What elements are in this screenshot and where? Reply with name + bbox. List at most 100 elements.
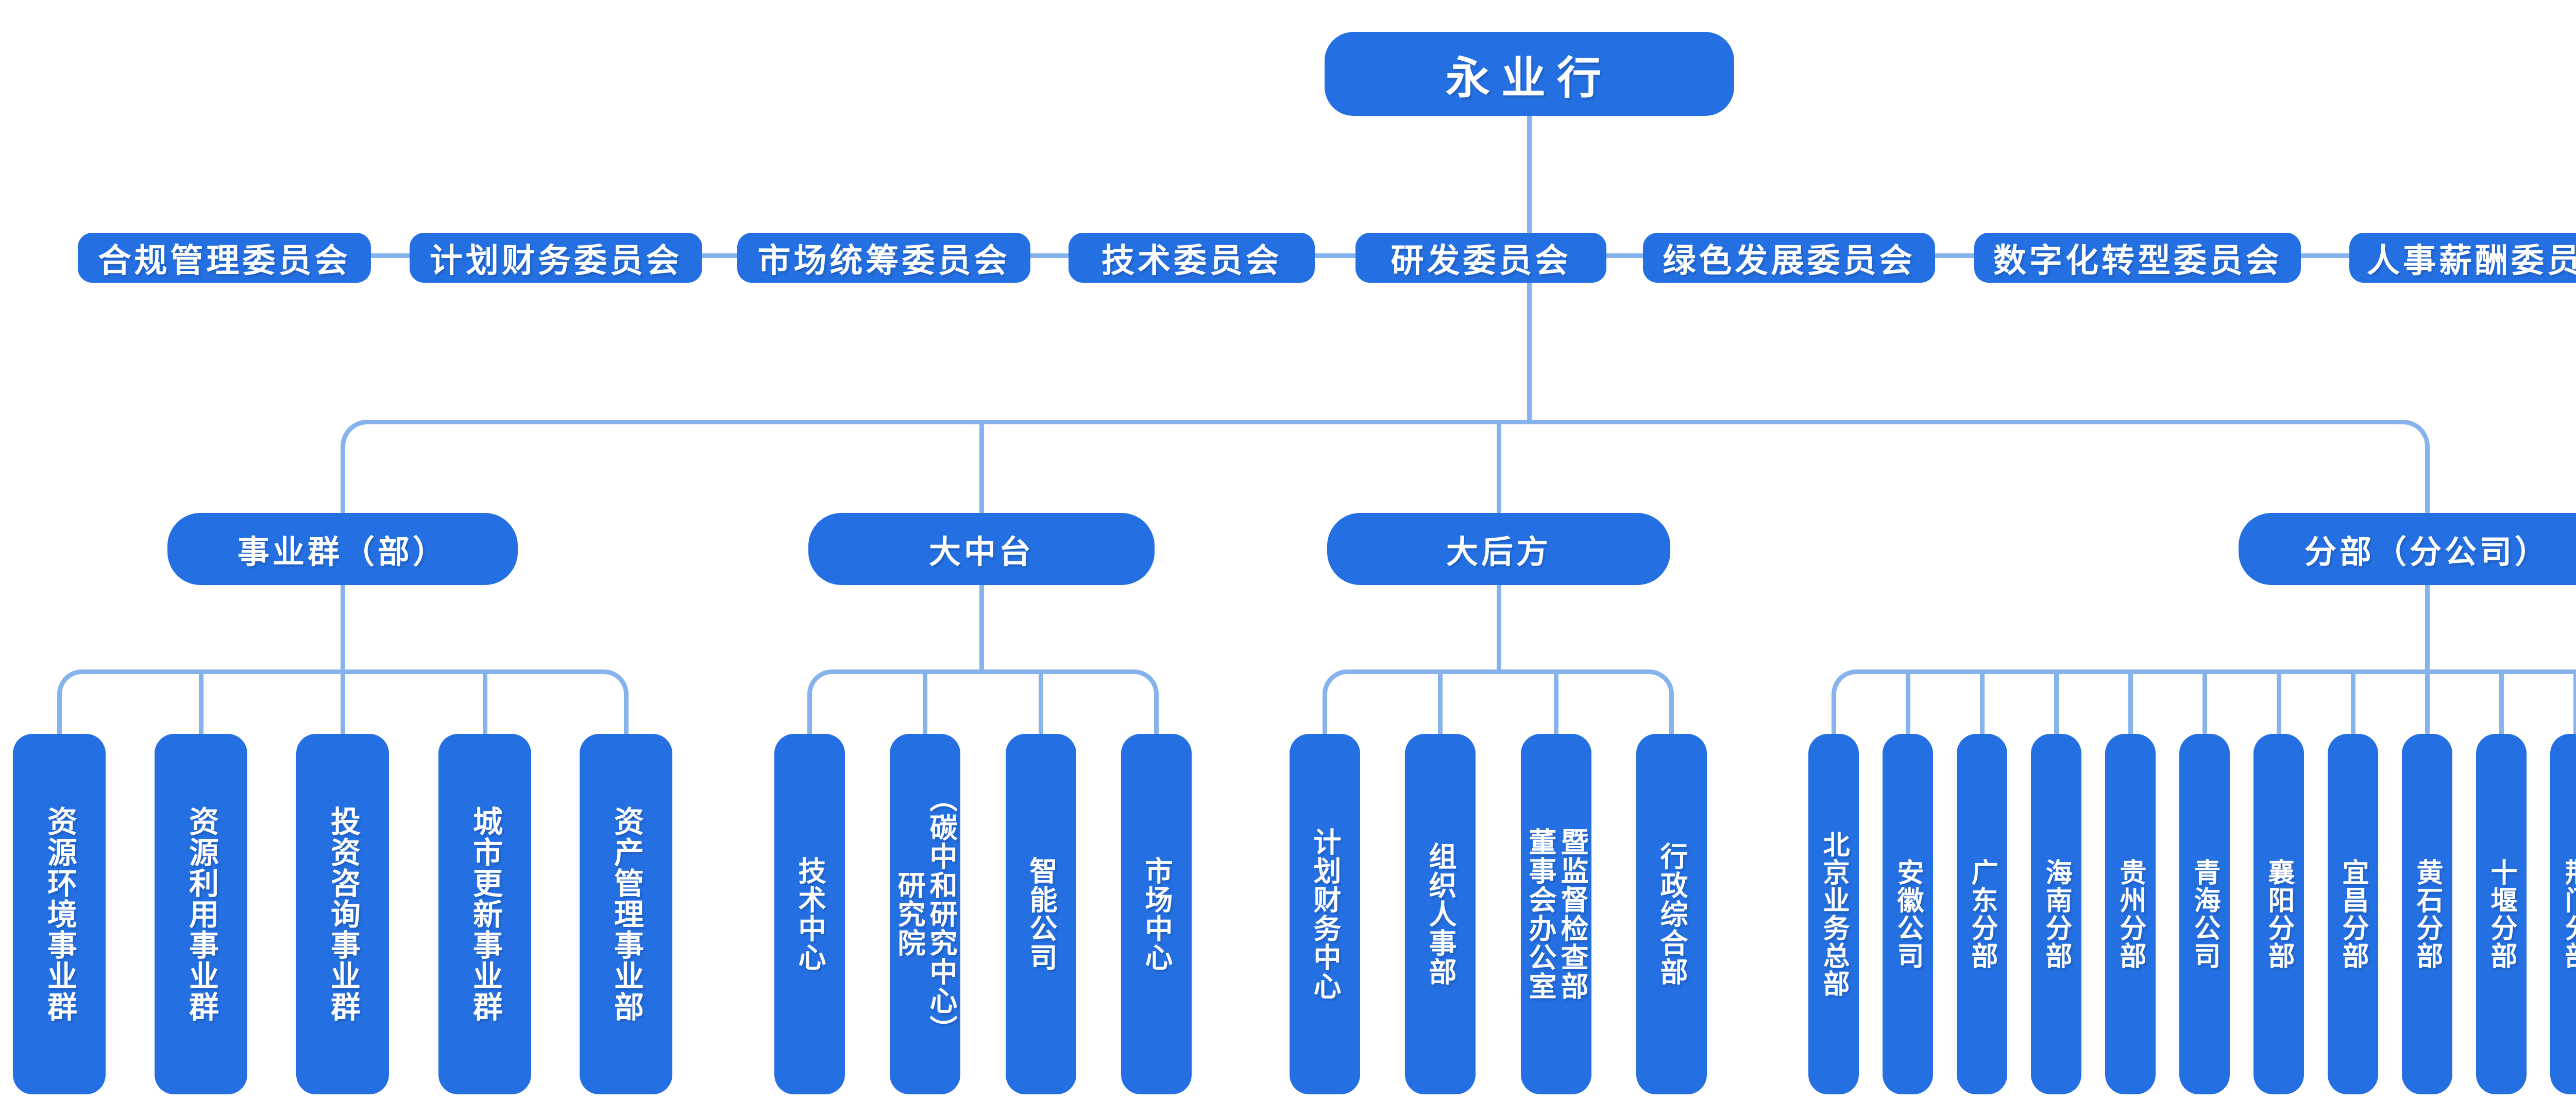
child-drop-line-1-1 — [1038, 674, 1043, 734]
child-drop-line-2-0 — [1437, 674, 1443, 734]
child-drop-line-3-1 — [1979, 674, 1985, 734]
committee-node-2: 市场统筹委员会 — [737, 233, 1030, 283]
leaf-node-3-9-label: 十堰分部 — [2486, 858, 2516, 970]
group-node-2: 大后方 — [1327, 513, 1670, 585]
leaf-node-2-2: 董事会办公室 暨监督检查部 — [1520, 734, 1591, 1094]
committee-node-7: 人事薪酬委员会 — [2349, 233, 2576, 283]
leaf-node-2-1: 组织人事部 — [1404, 734, 1476, 1094]
committee-node-6-label: 数字化转型委员会 — [1993, 242, 2282, 279]
l2-drop-line-0 — [979, 424, 984, 513]
committee-node-1-label: 计划财务委员会 — [430, 242, 682, 279]
leaf-node-3-3-label: 海南分部 — [2041, 858, 2071, 970]
group-node-0-label: 事业群（部） — [237, 535, 448, 570]
committee-node-1: 计划财务委员会 — [410, 233, 702, 283]
child-drop-line-3-0 — [1905, 674, 1910, 734]
leaf-node-0-1: 资源利用事业群 — [155, 734, 247, 1094]
child-drop-line-0-2 — [482, 674, 487, 734]
committee-node-5: 绿色发展委员会 — [1643, 233, 1935, 283]
leaf-node-1-2: 智能公司 — [1005, 734, 1076, 1094]
child-drop-line-0-1 — [340, 674, 345, 734]
leaf-node-0-4: 资产管理事业部 — [580, 734, 672, 1094]
leaf-node-3-7-label: 宜昌分部 — [2338, 858, 2368, 970]
leaf-node-0-2: 投资咨询事业群 — [296, 734, 389, 1094]
leaf-node-3-2-label: 广东分部 — [1967, 858, 1997, 970]
leaf-node-3-4-label: 贵州分部 — [2115, 858, 2145, 970]
committee-node-6: 数字化转型委员会 — [1974, 233, 2301, 283]
child-drop-line-3-4 — [2202, 674, 2207, 734]
leaf-node-0-3-label: 城市更新事业群 — [468, 806, 502, 1022]
group-distribution-line-3 — [1831, 669, 2576, 734]
group-parent-line-0 — [340, 585, 345, 674]
l2-distribution-line — [340, 420, 2430, 513]
leaf-node-1-3: 市场中心 — [1121, 734, 1192, 1094]
child-drop-line-3-5 — [2276, 674, 2281, 734]
group-node-1-label: 大中台 — [928, 535, 1034, 570]
root-node: 永业行 — [1324, 32, 1734, 116]
leaf-node-3-4: 贵州分部 — [2105, 734, 2156, 1094]
leaf-node-3-0: 北京业务总部 — [1808, 734, 1859, 1094]
leaf-node-1-3-label: 市场中心 — [1141, 856, 1172, 972]
leaf-node-2-2-label: 董事会办公室 暨监督检查部 — [1524, 828, 1587, 1001]
leaf-node-0-0: 资源环境事业群 — [13, 734, 106, 1094]
child-drop-line-2-1 — [1553, 674, 1558, 734]
l2-drop-line-1 — [1496, 424, 1501, 513]
committee-node-5-label: 绿色发展委员会 — [1663, 242, 1916, 279]
leaf-node-3-3: 海南分部 — [2031, 734, 2081, 1094]
committee-node-7-label: 人事薪酬委员会 — [2367, 242, 2576, 279]
leaf-node-2-1-label: 组织人事部 — [1425, 842, 1455, 986]
group-distribution-line-2 — [1322, 669, 1674, 734]
leaf-node-3-10: 荆门分部 — [2550, 734, 2576, 1094]
root-node-label: 永业行 — [1446, 54, 1613, 103]
child-drop-line-1-0 — [922, 674, 927, 734]
leaf-node-1-0-label: 技术中心 — [794, 856, 825, 972]
committee-node-4-label: 研发委员会 — [1391, 242, 1571, 279]
leaf-node-3-9: 十堰分部 — [2476, 734, 2527, 1094]
committee-node-3-label: 技术委员会 — [1101, 242, 1282, 279]
committee-node-4: 研发委员会 — [1355, 233, 1606, 283]
leaf-node-3-6-label: 襄阳分部 — [2264, 858, 2294, 970]
child-drop-line-3-2 — [2054, 674, 2059, 734]
committee-node-0-label: 合规管理委员会 — [98, 242, 351, 279]
leaf-node-3-1: 安徽公司 — [1883, 734, 1933, 1094]
group-node-3: 分部（分公司） — [2239, 513, 2576, 585]
leaf-node-1-0: 技术中心 — [774, 734, 845, 1094]
child-drop-line-0-0 — [198, 674, 204, 734]
leaf-node-0-4-label: 资产管理事业部 — [609, 806, 643, 1022]
leaf-node-2-0: 计划财务中心 — [1289, 734, 1360, 1094]
committee-node-3: 技术委员会 — [1069, 233, 1315, 283]
child-drop-line-3-8 — [2499, 674, 2504, 734]
group-node-2-label: 大后方 — [1446, 535, 1551, 570]
leaf-node-1-1: 研究院 （碳中和研究中心） — [889, 734, 960, 1094]
committee-node-2-label: 市场统筹委员会 — [757, 242, 1010, 279]
group-parent-line-1 — [979, 585, 984, 674]
group-parent-line-2 — [1496, 585, 1501, 674]
leaf-node-3-10-label: 荆门分部 — [2561, 858, 2576, 970]
group-node-3-label: 分部（分公司） — [2304, 535, 2550, 570]
leaf-node-2-3: 行政综合部 — [1636, 734, 1707, 1094]
leaf-node-1-1-label: 研究院 （碳中和研究中心） — [893, 784, 956, 1044]
leaf-node-3-1-label: 安徽公司 — [1893, 858, 1923, 970]
leaf-node-3-5-label: 青海公司 — [2190, 858, 2219, 970]
group-distribution-line-1 — [807, 669, 1159, 734]
leaf-node-3-8-label: 黄石分部 — [2412, 858, 2442, 970]
leaf-node-0-0-label: 资源环境事业群 — [43, 806, 76, 1022]
leaf-node-0-2-label: 投资咨询事业群 — [326, 806, 360, 1022]
leaf-node-3-6: 襄阳分部 — [2253, 734, 2304, 1094]
group-node-1: 大中台 — [808, 513, 1155, 585]
leaf-node-2-0-label: 计划财务中心 — [1309, 828, 1340, 1001]
group-node-0: 事业群（部） — [167, 513, 518, 585]
child-drop-line-3-3 — [2128, 674, 2133, 734]
group-parent-line-3 — [2425, 585, 2430, 674]
child-drop-line-3-7 — [2425, 674, 2430, 734]
leaf-node-1-2-label: 智能公司 — [1025, 856, 1056, 972]
leaf-node-3-5: 青海公司 — [2179, 734, 2230, 1094]
leaf-node-0-3: 城市更新事业群 — [438, 734, 531, 1094]
child-drop-line-3-6 — [2350, 674, 2355, 734]
leaf-node-3-2: 广东分部 — [1957, 734, 2007, 1094]
group-distribution-line-0 — [57, 669, 629, 734]
child-drop-line-3-9 — [2573, 674, 2576, 734]
leaf-node-3-7: 宜昌分部 — [2328, 734, 2378, 1094]
leaf-node-2-3-label: 行政综合部 — [1656, 842, 1687, 986]
leaf-node-3-8: 黄石分部 — [2402, 734, 2452, 1094]
